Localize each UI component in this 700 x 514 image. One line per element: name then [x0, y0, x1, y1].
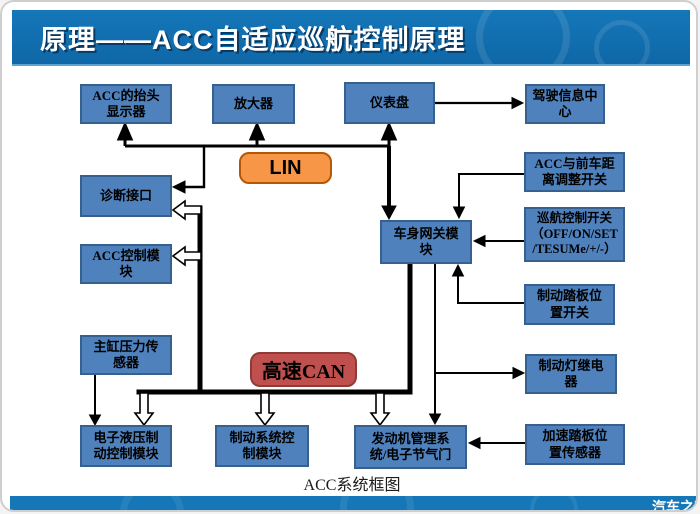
- arrow-mastercyl-to-ehb: [88, 375, 102, 427]
- arrow-distswitch-to-gateway: [452, 173, 524, 220]
- box-acc-hud: ACC的抬头 显示器: [80, 84, 172, 124]
- box-body-gateway-module: 车身网关模 块: [380, 220, 472, 264]
- decorative-circle: [340, 496, 414, 510]
- arrow-brakepedal-to-gateway: [451, 263, 524, 304]
- decorative-circle: [530, 496, 578, 510]
- box-engine-management: 发动机管理系 统/电子节气门: [354, 425, 467, 469]
- arrow-accelpedal-to-ems: [467, 436, 525, 450]
- diagram-caption: ACC系统框图: [303, 477, 401, 494]
- arrow-lin-to-gateway: [381, 146, 397, 221]
- decorative-circle: [476, 10, 570, 64]
- lin-bus-label: LIN: [239, 152, 332, 184]
- arrow-cruiseswitch-to-gateway: [472, 234, 524, 248]
- box-cruise-control-switch: 巡航控制开关 （OFF/ON/SET /TESUMe/+/-）: [524, 207, 625, 262]
- box-amplifier: 放大器: [212, 84, 295, 124]
- footer-bar: 汽车之家: [10, 496, 696, 512]
- box-accel-pedal-sensor: 加速踏板位 置传感器: [525, 424, 625, 465]
- box-ehb-module: 电子液压制 动控制模块: [80, 425, 172, 467]
- box-brake-system-module: 制动系统控 制模块: [215, 425, 309, 467]
- decorative-circle: [594, 20, 650, 64]
- box-driver-info: 驾驶信息中 心: [525, 84, 605, 124]
- arrow-gateway-to-ems-and-relay: [428, 264, 526, 426]
- box-brake-light-relay: 制动灯继电 器: [525, 354, 617, 394]
- box-dashboard: 仪表盘: [344, 82, 435, 124]
- can-hollow-arrows: [133, 199, 391, 427]
- arrow-dashboard-to-driverinfo: [435, 96, 525, 110]
- page-title: 原理——ACC自适应巡航控制原理: [40, 24, 466, 55]
- watermark: 汽车之家: [652, 499, 696, 512]
- title-bar: 原理——ACC自适应巡航控制原理: [12, 10, 690, 66]
- can-bus-label: 高速CAN: [250, 352, 357, 387]
- box-brake-pedal-switch: 制动踏板位 置开关: [524, 284, 615, 325]
- box-distance-adjust-switch: ACC与前车距 离调整开关: [524, 152, 625, 192]
- box-master-cylinder-sensor: 主缸压力传 感器: [80, 335, 172, 375]
- box-diagnostic-interface: 诊断接口: [80, 175, 172, 217]
- lin-bus-line: [116, 121, 398, 148]
- box-acc-control-module: ACC控制模 块: [80, 244, 172, 284]
- arrow-lin-to-diag: [171, 146, 206, 194]
- decorative-circle: [120, 496, 184, 510]
